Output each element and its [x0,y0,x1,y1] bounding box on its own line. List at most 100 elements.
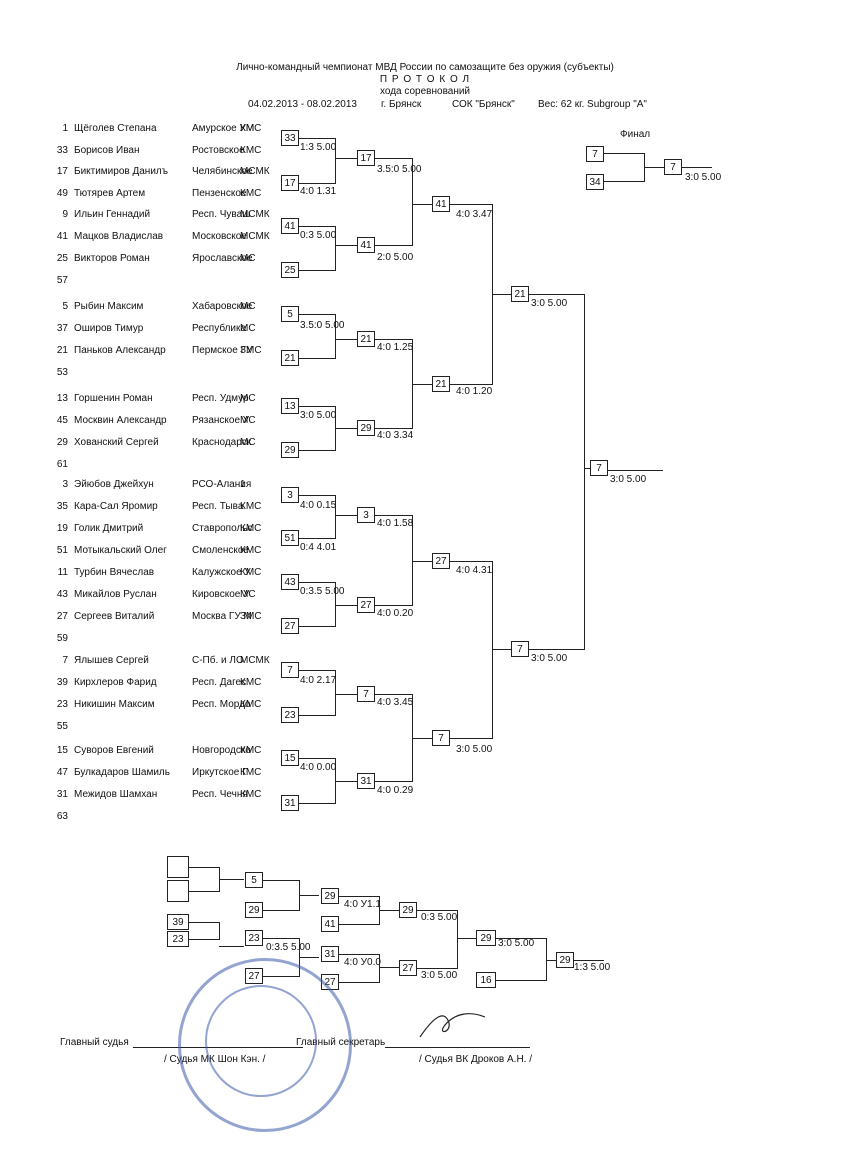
participant-number: 39 [56,677,68,688]
participant-region: Ярославское [192,253,253,264]
participant-name: Сергеев Виталий [74,611,155,622]
bracket-line [299,495,335,496]
competition-venue: СОК "Брянск" [452,99,515,110]
participant-region: С-Пб. и ЛО [192,655,244,666]
chief-secretary-signature-line [385,1047,530,1048]
participant-number: 23 [56,699,68,710]
bracket-line [604,181,644,182]
participant-region: РСО-Алания [192,479,252,490]
protocol-heading: П Р О Т О К О Л [379,74,471,85]
participant-number: 43 [56,589,68,600]
bracket-line [335,245,357,246]
bracket-line [417,968,457,969]
participant-number: 25 [56,253,68,264]
r1-box: 7 [281,662,299,678]
final-box: 7 [586,146,604,162]
competition-city: г. Брянск [381,99,422,110]
bracket-line [299,226,335,227]
final-score: 3:0 5.00 [685,172,722,183]
rep-score: 3:0 5.00 [498,938,535,949]
bracket-line [546,938,547,981]
bracket-line [299,314,335,315]
participant-region: Респ. Чуваш [192,209,251,220]
sf-box: 7 [590,460,608,476]
bracket-line [299,270,335,271]
bracket-line [299,358,335,359]
bracket-line [529,649,584,650]
participant-rank: КМС [240,745,262,756]
r1-box: 51 [281,530,299,546]
official-seal [178,958,352,1132]
r3-box: 27 [432,553,450,569]
bracket-line [263,910,299,911]
participant-region: Республика [192,323,247,334]
participant-rank: МС [240,437,256,448]
bracket-line [263,938,299,939]
bracket-line [339,982,379,983]
final-label: Финал [620,129,651,140]
bracket-line [375,515,412,516]
participant-name: Кирхлеров Фарид [74,677,157,688]
r2-box: 3 [357,507,375,523]
bracket-line [335,605,357,606]
r2-score: 4:0 1.58 [377,518,414,529]
participant-region: Калужское У [192,567,251,578]
bracket-line [299,670,335,671]
r1-score: 3.5:0 5.00 [300,320,345,331]
participant-number: 7 [62,655,68,666]
bracket-line [546,960,556,961]
participant-rank: КМС [240,789,262,800]
r2-score: 4:0 3.34 [377,430,414,441]
rep-box: 29 [399,902,417,918]
final-box: 34 [586,174,604,190]
bracket-line [450,561,492,562]
r3-score: 4:0 3.47 [456,209,493,220]
participant-number: 21 [56,345,68,356]
bracket-line [263,880,299,881]
chief-judge-label: Главный судья [60,1037,129,1048]
r2-score: 3.5:0 5.00 [377,164,422,175]
bracket-line [574,960,604,961]
r1-score: 4:0 0.00 [300,762,337,773]
participant-rank: ЗМС [240,611,262,622]
r2-box: 7 [357,686,375,702]
bracket-line [335,428,357,429]
r1-box: 33 [281,130,299,146]
r4-box: 7 [511,641,529,657]
chief-secretary-name: / Судья ВК Дроков А.Н. / [419,1054,532,1065]
bracket-line [379,954,380,983]
bracket-line [335,138,336,184]
r1-box: 17 [281,175,299,191]
r2-box: 29 [357,420,375,436]
bracket-line [584,468,590,469]
r3-box: 21 [432,376,450,392]
participant-region: Иркутское Г [192,767,248,778]
r1-box: 15 [281,750,299,766]
participant-name: Никишин Максим [74,699,155,710]
participant-region: Респ. Удмур [192,393,249,404]
rep-box: 23 [245,930,263,946]
participant-name: Мотыкальский Олег [74,545,167,556]
weight-category: Вес: 62 кг. Subgroup "A" [538,99,647,110]
participant-region: Новгородско [192,745,251,756]
rep-box: 23 [167,931,189,947]
bracket-line [457,910,458,969]
bracket-line [335,339,357,340]
r4-box: 21 [511,286,529,302]
bracket-line [492,561,493,739]
rep-score: 1:3 5.00 [574,962,611,973]
participant-region: Респ. Чечня [192,789,248,800]
bracket-line [335,158,357,159]
r2-score: 4:0 0.29 [377,785,414,796]
r2-box: 31 [357,773,375,789]
bracket-line [412,384,432,385]
rep-box: 29 [245,902,263,918]
bracket-line [299,138,335,139]
participant-rank: МСМК [240,655,270,666]
bracket-line [375,694,412,695]
bracket-line [189,891,219,892]
r4-score: 3:0 5.00 [531,653,568,664]
participant-number: 51 [56,545,68,556]
participant-number: 63 [56,811,68,822]
r1-box: 41 [281,218,299,234]
